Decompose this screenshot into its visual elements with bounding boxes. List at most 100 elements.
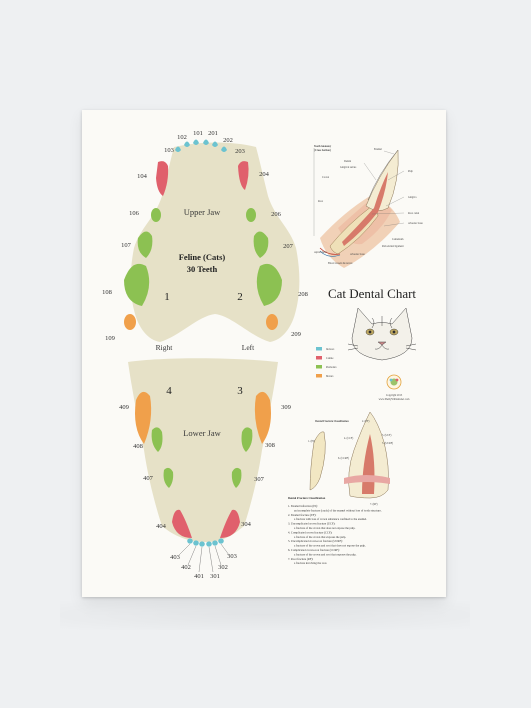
num-207: 207 [283,243,294,250]
upper-tooth-108 [124,263,150,306]
label-gingival-sulcus: Gingival sulcus [340,166,356,169]
num-301: 301 [210,573,220,580]
classification-text: Dental Fracture Classification 1. Enamel… [288,496,382,565]
num-307: 307 [254,476,265,483]
lower-jaw: Lower Jaw 4 3 409 309 408 308 407 307 40… [119,358,291,580]
upper-canine-104 [156,161,169,196]
lower-canine-404 [172,509,192,538]
pulp-shape [342,172,388,246]
label-alveolar-bone: Alveolar bone [408,222,424,225]
label-enamel: Enamel [374,148,382,151]
classification-line: 5. Uncomplicated crown-root fracture (UC… [288,539,343,543]
teeth-count-label: 30 Teeth [187,264,218,274]
upper-tooth-209 [266,314,278,330]
fracture-gingiva [344,475,390,484]
num-204: 204 [259,171,270,178]
legend-swatch-incisors [316,347,322,351]
num-304: 304 [241,521,252,528]
label-root: Root [318,200,323,203]
lower-jaw-label: Lower Jaw [183,428,221,438]
label-apical-delta: Apical delta [314,251,327,254]
chart-title: Cat Dental Chart [328,286,416,301]
dental-chart-svg: Upper Jaw Feline (Cats) 30 Teeth 1 2 101… [102,130,424,580]
num-209: 209 [291,331,301,338]
num-402: 402 [181,564,191,571]
num-302: 302 [218,564,228,571]
quadrant-2: 2 [237,291,243,303]
num-407: 407 [143,475,154,482]
cat-face-illustration [347,307,417,361]
num-106: 106 [129,210,140,217]
upper-canine-204 [238,161,249,190]
upper-tooth-206 [246,208,256,222]
fracture-title: Dental Fracture Classification [315,420,349,423]
enamel-line [367,149,399,201]
num-208: 208 [298,291,308,298]
legend-incisors: Incisors [326,348,334,351]
upper-jaw-shape [130,142,300,342]
num-309: 309 [281,404,291,411]
fracture-label-ccf: 4. (CCF) [344,437,353,440]
quadrant-3: 3 [237,385,243,397]
legend-canine: Canine [326,357,334,360]
side-left-label: Left [242,343,255,352]
lower-canine-304 [220,509,240,538]
classification-line: 4. Complicated crown fracture (CCF): [288,530,332,534]
upper-tooth-208 [256,263,282,306]
classification-line: 3. Uncomplicated crown fracture (UCF): [288,522,335,526]
num-104: 104 [137,173,148,180]
anatomy-subtitle: (Cross Section) [314,149,331,152]
num-206: 206 [271,211,282,218]
lower-tooth-407 [163,467,174,488]
upper-jaw: Upper Jaw Feline (Cats) 30 Teeth 1 2 101… [102,130,308,352]
lower-tooth-307 [231,467,242,488]
label-periodontal-ligament: Periodontal ligament [382,245,404,248]
lower-jaw-shape [128,358,278,542]
legend-swatch-molars [316,374,322,378]
num-108: 108 [102,289,112,296]
num-102: 102 [177,134,187,141]
anatomy-title: Tooth Anatomy [314,145,332,148]
classification-title: Dental Fracture Classification [288,496,326,500]
legend-premolars: Premolars [326,366,337,369]
num-409: 409 [119,404,129,411]
tooth-anatomy-diagram: Tooth Anatomy (Cross Section) Enamel Den… [313,145,424,268]
num-308: 308 [265,442,275,449]
classification-line: a fracture of the crown that does not ex… [294,526,356,530]
lower-tooth-409 [135,391,152,444]
label-crown: Crown [322,176,330,179]
upper-tooth-106 [151,208,161,222]
num-303: 303 [227,553,237,560]
classification-line: 1. Enamel infraction (EI): [288,504,318,508]
lower-tooth-309 [254,391,271,444]
tooth-crown-shape [365,149,399,211]
num-202: 202 [223,137,233,144]
lower-tooth-308 [241,427,253,452]
num-401: 401 [194,573,204,580]
label-root-canal: Root canal [408,212,419,215]
poster: Upper Jaw Feline (Cats) 30 Teeth 1 2 101… [82,110,446,597]
fracture-labels: 1. (EI) 2. (EF) 3. (UCF) 4. (CCF) 5. (UC… [308,420,393,506]
num-201: 201 [208,130,218,137]
anatomy-labels: Enamel Dentin Gingival sulcus Pulp Gingi… [314,148,424,265]
num-101: 101 [193,130,203,137]
side-right-label: Right [156,343,174,352]
num-403: 403 [170,554,180,561]
legend: Incisors Canine Premolars Molars [316,347,337,378]
copyright: Copyright 2015 [386,394,403,397]
vessels-nerves [319,247,341,255]
fracture-label-ccrf: 6. (CCRF) [338,457,349,460]
anatomy-leaders [313,148,405,236]
classification-line: a fracture of the crown that exposes the… [294,535,346,539]
fracture-diagram: Dental Fracture Classification 1. (EI) 2… [308,411,393,506]
artist-logo [386,374,402,390]
classification-line: a fracture with loss of crown substance … [294,517,367,521]
upper-incisors [175,139,227,152]
fracture-label-ucrf: 5. (UCRF) [382,442,393,445]
num-408: 408 [133,443,143,450]
classification-line: an incomplete fracture (crack) of the en… [294,508,382,512]
classification-line: a fracture involving the root. [294,561,327,565]
legend-swatch-canine [316,356,322,360]
fracture-label-ei: 1. (EI) [308,440,315,443]
lower-incisor-leaders [178,543,230,573]
